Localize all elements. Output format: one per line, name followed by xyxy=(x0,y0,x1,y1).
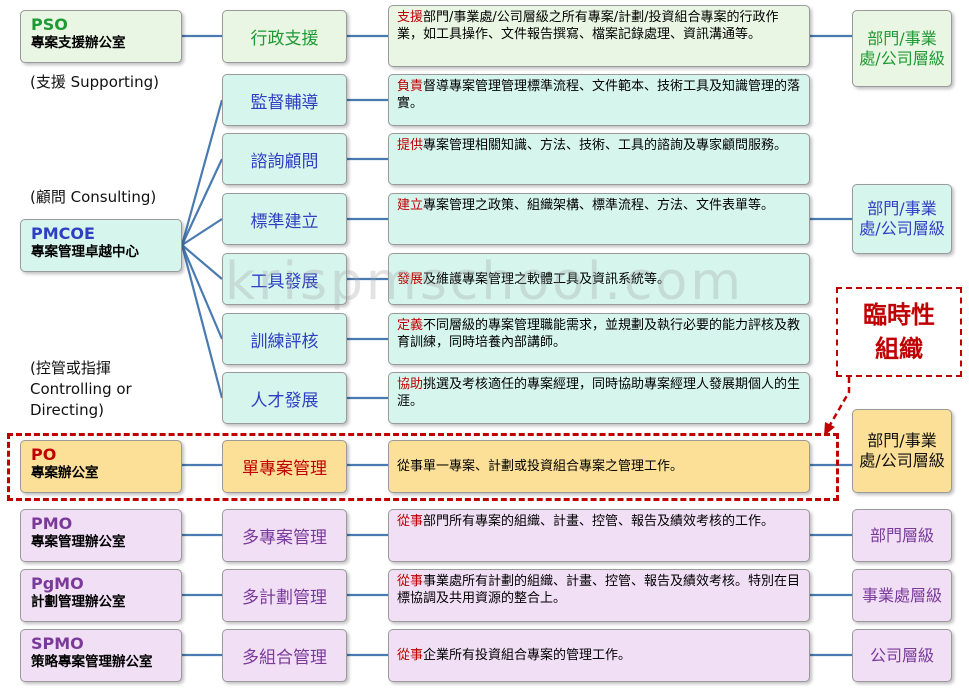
org-po-full: 專案辦公室 xyxy=(31,465,99,481)
function-supervision: 監督輔導 xyxy=(222,74,347,126)
org-pmcoe-full: 專案管理卓越中心 xyxy=(31,244,139,260)
desc-text: 挑選及考核適任的專案經理，同時協助專案經理人發展期個人的生涯。 xyxy=(397,377,801,409)
desc-supervision: 負責督導專案管理管理標準流程、文件範本、技術工具及知識管理的落實。 xyxy=(388,74,810,126)
org-pmcoe: PMCOE 專案管理卓越中心 xyxy=(20,219,182,272)
desc-single-project: 從事單一專案、計劃或投資組合專案之管理工作。 xyxy=(388,440,810,493)
desc-multi-program: 從事事業處所有計劃的組織、計畫、控管、報告及績效考核。特別在目標協調及共用資源的… xyxy=(388,569,810,622)
level-po: 部門/事業處/公司層級 xyxy=(852,409,952,493)
org-pmo: PMO 專案管理辦公室 xyxy=(20,509,182,562)
level-pgmo: 事業處層級 xyxy=(852,569,952,622)
desc-training: 定義不同層級的專案管理職能需求，並規劃及執行必要的能力評核及教育訓練，同時培養內… xyxy=(388,313,810,365)
desc-text: 部門所有專案的組織、計畫、控管、報告及績效考核的工作。 xyxy=(423,514,775,529)
desc-talent: 協助挑選及考核適任的專案經理，同時協助專案經理人發展期個人的生涯。 xyxy=(388,372,810,424)
desc-text: 從事單一專案、計劃或投資組合專案之管理工作。 xyxy=(397,459,684,474)
function-multi-program: 多計劃管理 xyxy=(222,569,347,622)
org-pmo-full: 專案管理辦公室 xyxy=(31,534,126,550)
level-pmo: 部門層級 xyxy=(852,509,952,562)
watermark: krispmschool.com xyxy=(225,252,744,312)
temporary-org-note: 臨時性 組織 xyxy=(836,287,962,377)
connector-pmcoe-5 xyxy=(180,244,224,340)
connector-pmcoe-1 xyxy=(180,99,224,246)
level-spmo: 公司層級 xyxy=(852,629,952,682)
org-spmo-abbr: SPMO xyxy=(31,634,84,653)
desc-text: 企業所有投資組合專案的管理工作。 xyxy=(423,648,632,663)
desc-consulting: 提供專案管理相關知識、方法、技術、工具的諮詢及專家顧問服務。 xyxy=(388,133,810,185)
desc-verb: 協助 xyxy=(397,377,424,392)
function-admin-support: 行政支援 xyxy=(222,10,347,63)
temporary-org-arrow xyxy=(828,377,851,426)
org-pso-full: 專案支援辦公室 xyxy=(31,35,126,51)
org-pso-abbr: PSO xyxy=(31,15,68,34)
temporary-org-arrowhead xyxy=(824,422,835,436)
desc-text: 專案管理相關知識、方法、技術、工具的諮詢及專家顧問服務。 xyxy=(423,138,788,153)
desc-multi-portfolio: 從事企業所有投資組合專案的管理工作。 xyxy=(388,629,810,682)
desc-multi-project: 從事部門所有專案的組織、計畫、控管、報告及績效考核的工作。 xyxy=(388,509,810,562)
mode-consulting: (顧問 Consulting) xyxy=(30,188,157,206)
org-pmo-abbr: PMO xyxy=(31,514,73,533)
function-training: 訓練評核 xyxy=(222,313,347,365)
org-po: PO 專案辦公室 xyxy=(20,440,182,493)
org-pgmo-full: 計劃管理辦公室 xyxy=(31,594,126,610)
org-po-abbr: PO xyxy=(31,445,57,464)
mode-supporting: (支援 Supporting) xyxy=(30,73,159,91)
org-spmo: SPMO 策略專案管理辦公室 xyxy=(20,629,182,682)
desc-text: 督導專案管理管理標準流程、文件範本、技術工具及知識管理的落實。 xyxy=(397,79,801,111)
org-pmcoe-abbr: PMCOE xyxy=(31,224,95,243)
desc-verb: 支援 xyxy=(397,10,424,25)
desc-verb: 提供 xyxy=(397,138,424,153)
function-single-project: 單專案管理 xyxy=(222,440,347,493)
desc-verb: 建立 xyxy=(397,198,424,213)
mode-controlling-line3: Directing) xyxy=(30,401,104,419)
org-pgmo: PgMO 計劃管理辦公室 xyxy=(20,569,182,622)
level-pso: 部門/事業處/公司層級 xyxy=(852,10,952,87)
function-tools: 工具發展 xyxy=(222,253,347,305)
function-multi-portfolio: 多組合管理 xyxy=(222,629,347,682)
level-pmcoe: 部門/事業處/公司層級 xyxy=(852,184,952,254)
po-row-highlight xyxy=(7,433,839,501)
desc-text: 專案管理之政策、組織架構、標準流程、方法、文件表單等。 xyxy=(423,198,775,213)
function-consulting: 諮詢顧問 xyxy=(222,133,347,185)
desc-verb: 從事 xyxy=(397,648,424,663)
desc-verb: 從事 xyxy=(397,514,424,529)
connector-pmcoe-4 xyxy=(181,244,223,280)
desc-verb: 從事 xyxy=(397,574,424,589)
desc-verb: 發展 xyxy=(397,271,424,287)
mode-controlling-line1: (控管或指揮 xyxy=(30,359,111,377)
connector-pmcoe-3 xyxy=(181,218,223,246)
connector-pmcoe-2 xyxy=(181,158,223,246)
function-talent: 人才發展 xyxy=(222,372,347,424)
desc-verb: 負責 xyxy=(397,79,424,94)
desc-text: 及維護專案管理之軟體工具及資訊系統等。 xyxy=(423,271,671,287)
desc-text: 事業處所有計劃的組織、計畫、控管、報告及績效考核。特別在目標協調及共用資源的整合… xyxy=(397,574,801,606)
connector-pmcoe-6 xyxy=(180,244,224,399)
org-pso: PSO 專案支援辦公室 xyxy=(20,10,182,63)
function-standards: 標準建立 xyxy=(222,193,347,245)
desc-verb: 定義 xyxy=(397,318,424,333)
desc-admin-support: 支援部門/事業處/公司層級之所有專案/計劃/投資組合專案的行政作業，如工具操作、… xyxy=(388,5,810,67)
desc-standards: 建立專案管理之政策、組織架構、標準流程、方法、文件表單等。 xyxy=(388,193,810,245)
mode-controlling-line2: Controlling or xyxy=(30,380,132,398)
org-pgmo-abbr: PgMO xyxy=(31,574,84,593)
desc-tools: 發展及維護專案管理之軟體工具及資訊系統等。 xyxy=(388,253,810,305)
desc-text: 不同層級的專案管理職能需求，並規劃及執行必要的能力評核及教育訓練，同時培養內部講… xyxy=(397,318,801,350)
org-spmo-full: 策略專案管理辦公室 xyxy=(31,654,153,670)
desc-text: 部門/事業處/公司層級之所有專案/計劃/投資組合專案的行政作業，如工具操作、文件… xyxy=(397,10,779,42)
function-multi-project: 多專案管理 xyxy=(222,509,347,562)
